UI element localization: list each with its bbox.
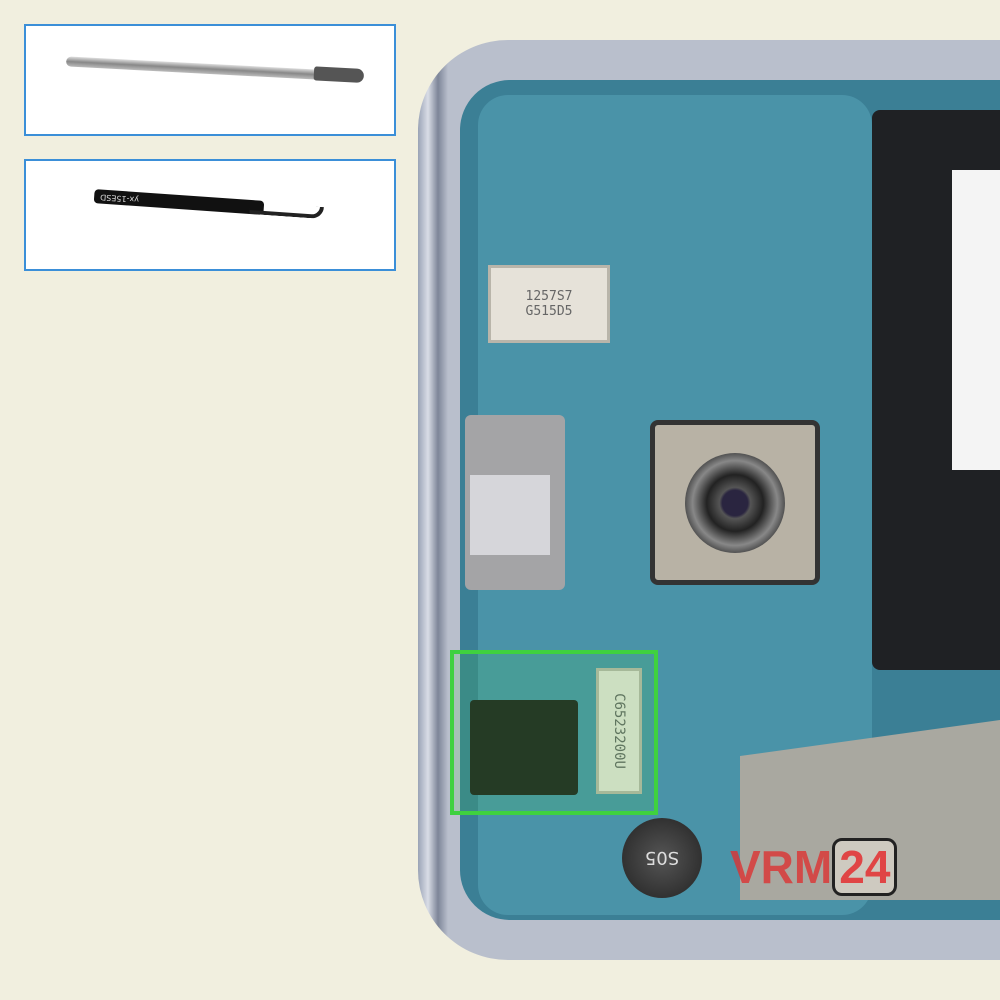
camera-lens: [685, 453, 785, 553]
tweezers-image: yx-15ESD: [93, 189, 265, 215]
highlighted-module: [470, 700, 578, 795]
rear-camera: [650, 420, 820, 585]
highlight-box: [450, 650, 658, 815]
tool-tweezers-box: yx-15ESD: [24, 159, 396, 271]
tool-spudger-box: [24, 24, 396, 136]
tweezers-marking: yx-15ESD: [99, 192, 140, 205]
spudger-image: [65, 56, 357, 82]
vibration-motor: S05: [622, 818, 702, 898]
highlighted-chip: C6523200U: [596, 668, 642, 794]
battery: [872, 110, 1000, 670]
main-chip: 1257S7 G515D5: [488, 265, 610, 343]
earpiece-speaker: [465, 415, 565, 590]
